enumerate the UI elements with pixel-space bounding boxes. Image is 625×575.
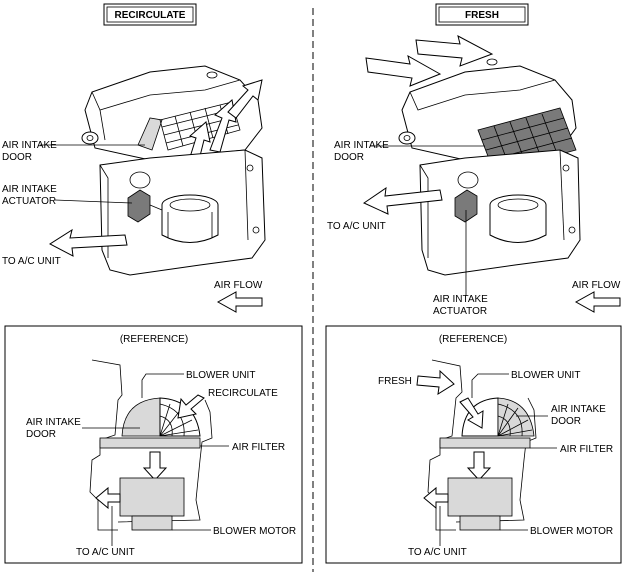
- fresh-header: FRESH: [435, 3, 529, 26]
- right-ref-fresh-label: FRESH: [378, 376, 412, 387]
- fresh-mode-label: FRESH: [465, 10, 499, 21]
- left-reference-title: (REFERENCE): [120, 334, 188, 345]
- right-air-flow-label: AIR FLOW: [572, 280, 621, 291]
- right-ref-air-intake-door-label-2: DOOR: [551, 416, 581, 427]
- right-reference-title: (REFERENCE): [439, 334, 507, 345]
- left-ref-to-ac-unit-label: TO A/C UNIT: [76, 547, 135, 558]
- right-ref-blower-motor-label: BLOWER MOTOR: [530, 526, 613, 537]
- left-ref-recirculate-label: RECIRCULATE: [208, 388, 278, 399]
- right-reference-box: [325, 325, 622, 564]
- right-ref-blower-unit-label: BLOWER UNIT: [511, 370, 580, 381]
- left-air-flow-arrow: [216, 291, 263, 313]
- right-ref-blower-leader: [471, 373, 509, 398]
- right-blower-illustration: [362, 35, 581, 276]
- left-ref-blower-leader: [141, 373, 184, 398]
- right-to-ac-unit-label: TO A/C UNIT: [327, 221, 386, 232]
- recirculate-header: RECIRCULATE: [103, 3, 197, 26]
- left-ref-air-intake-door-label-2: DOOR: [26, 429, 56, 440]
- right-air-flow-arrow: [574, 291, 621, 313]
- left-blower-illustration: [49, 65, 266, 276]
- left-to-ac-unit-label: TO A/C UNIT: [2, 256, 61, 267]
- right-ref-to-ac-unit-label: TO A/C UNIT: [408, 547, 467, 558]
- right-air-intake-door-label-2: DOOR: [334, 152, 364, 163]
- recirculate-mode-label: RECIRCULATE: [115, 10, 186, 21]
- left-air-intake-door-label-2: DOOR: [2, 152, 32, 163]
- right-actuator-label-1: AIR INTAKE: [433, 294, 488, 305]
- left-ref-blower-unit-label: BLOWER UNIT: [186, 370, 255, 381]
- left-ref-blower-motor-label: BLOWER MOTOR: [213, 526, 296, 537]
- right-reference-diagram: [416, 359, 537, 531]
- left-air-flow-label: AIR FLOW: [214, 280, 263, 291]
- right-air-intake-door-label-1: AIR INTAKE: [334, 140, 389, 151]
- right-ref-air-intake-door-label-1: AIR INTAKE: [551, 404, 606, 415]
- right-ref-air-filter-label: AIR FILTER: [560, 444, 613, 455]
- left-reference-diagram: [89, 359, 213, 531]
- left-reference-box: [4, 325, 303, 564]
- left-ref-air-filter-label: AIR FILTER: [232, 442, 285, 453]
- left-air-intake-door-label-1: AIR INTAKE: [2, 140, 57, 151]
- right-actuator-label-2: ACTUATOR: [433, 306, 487, 317]
- left-actuator-label-1: AIR INTAKE: [2, 184, 57, 195]
- left-actuator-leader: [54, 199, 133, 204]
- left-ref-air-intake-door-label-1: AIR INTAKE: [26, 417, 81, 428]
- left-actuator-label-2: ACTUATOR: [2, 196, 56, 207]
